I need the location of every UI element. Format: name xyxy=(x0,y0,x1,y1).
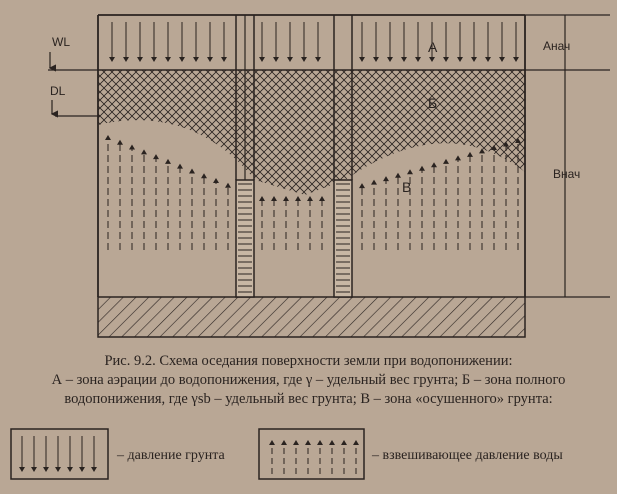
buoyancy-arrowhead xyxy=(407,169,413,175)
soil-pressure-arrowhead xyxy=(273,57,279,62)
buoyancy-arrowhead xyxy=(129,144,135,150)
buoyancy-arrowhead xyxy=(105,134,111,140)
a-nach-label: Aнач xyxy=(543,39,570,53)
soil-pressure-arrowhead xyxy=(259,57,265,62)
buoyancy-arrowhead xyxy=(225,182,231,188)
soil-pressure-arrows xyxy=(109,22,519,62)
buoyancy-arrowhead xyxy=(383,176,389,182)
legend-soil-arrowhead xyxy=(91,467,97,472)
soil-pressure-arrowhead xyxy=(499,57,505,62)
legend-buoyancy-arrowhead xyxy=(341,440,347,445)
soil-pressure-arrowhead xyxy=(485,57,491,62)
soil-pressure-arrowhead xyxy=(165,57,171,62)
zone-v-label: В xyxy=(402,179,411,195)
soil-pressure-arrowhead xyxy=(315,57,321,62)
legend-buoyancy-swatch xyxy=(258,428,365,480)
legend-buoyancy-arrowhead xyxy=(281,440,287,445)
buoyancy-arrowhead xyxy=(359,183,365,189)
figure-caption-line2: А – зона аэрации до водопонижения, где γ… xyxy=(51,372,566,388)
buoyancy-arrowhead xyxy=(419,165,425,171)
soil-pressure-arrowhead xyxy=(443,57,449,62)
legend-soil-arrowhead xyxy=(19,467,25,472)
soil-pressure-arrowhead xyxy=(415,57,421,62)
buoyancy-arrowhead xyxy=(213,178,219,184)
legend-buoyancy-arrowhead xyxy=(317,440,323,445)
buoyancy-arrowhead xyxy=(431,162,437,168)
soil-pressure-arrowhead xyxy=(387,57,393,62)
soil-pressure-arrowhead xyxy=(109,57,115,62)
soil-pressure-arrowhead xyxy=(513,57,519,62)
figure-caption-title: Рис. 9.2. Схема оседания поверхности зем… xyxy=(104,353,513,369)
buoyancy-arrows xyxy=(105,134,521,250)
buoyancy-arrowhead xyxy=(283,196,289,201)
buoyancy-arrowhead xyxy=(443,158,449,164)
buoyancy-arrowhead xyxy=(189,168,195,174)
soil-pressure-arrowhead xyxy=(471,57,477,62)
legend-soil-arrowhead xyxy=(67,467,73,472)
soil-pressure-arrowhead xyxy=(123,57,129,62)
buoyancy-arrowhead xyxy=(177,163,183,169)
legend-soil-arrowhead xyxy=(43,467,49,472)
zone-b-label: Б xyxy=(428,95,437,111)
legend-buoyancy-arrowhead xyxy=(293,440,299,445)
soil-pressure-arrowhead xyxy=(359,57,365,62)
legend-buoyancy-arrowhead xyxy=(269,440,275,445)
buoyancy-arrowhead xyxy=(491,144,497,150)
soil-pressure-arrowhead xyxy=(287,57,293,62)
legend-soil-pressure-swatch xyxy=(10,428,109,480)
buoyancy-arrowhead xyxy=(371,179,377,185)
buoyancy-arrowhead xyxy=(295,196,301,201)
legend-soil-pressure-label: – давление грунта xyxy=(117,448,225,463)
zone-b-crosshatch xyxy=(98,70,525,195)
soil-pressure-arrowhead xyxy=(373,57,379,62)
soil-pressure-arrowhead xyxy=(193,57,199,62)
legend-buoyancy-arrowhead xyxy=(353,440,359,445)
legend-soil-arrowhead xyxy=(31,467,37,472)
soil-pressure-arrowhead xyxy=(457,57,463,62)
soil-pressure-arrowhead xyxy=(151,57,157,62)
buoyancy-arrowhead xyxy=(165,158,171,164)
soil-pressure-arrowhead xyxy=(221,57,227,62)
dimension-lines xyxy=(525,14,610,298)
buoyancy-arrowhead xyxy=(307,196,313,201)
diagram-frame xyxy=(97,14,526,297)
buoyancy-arrowhead xyxy=(141,149,147,155)
buoyancy-arrowhead xyxy=(455,155,461,161)
soil-pressure-arrowhead xyxy=(207,57,213,62)
legend-soil-arrowhead xyxy=(79,467,85,472)
soil-pressure-arrowhead xyxy=(301,57,307,62)
b-nach-label: Bнач xyxy=(553,167,580,181)
base-stratum xyxy=(97,296,526,338)
soil-pressure-arrowhead xyxy=(179,57,185,62)
wl-label: WL xyxy=(52,35,70,49)
soil-pressure-arrowhead xyxy=(137,57,143,62)
buoyancy-arrowhead xyxy=(503,141,509,147)
legend-soil-arrowhead xyxy=(55,467,61,472)
buoyancy-arrowhead xyxy=(117,139,123,145)
legend-buoyancy-arrowhead xyxy=(305,440,311,445)
legend-buoyancy-arrowhead xyxy=(329,440,335,445)
buoyancy-arrowhead xyxy=(395,172,401,178)
buoyancy-arrowhead xyxy=(259,196,265,201)
buoyancy-arrowhead xyxy=(515,138,521,144)
buoyancy-arrowhead xyxy=(467,151,473,157)
legend-buoyancy-label: – взвешивающее давление воды xyxy=(372,448,563,463)
figure-caption-line3: водопонижения, где γsb – удельный вес гр… xyxy=(64,391,553,407)
soil-pressure-arrowhead xyxy=(401,57,407,62)
buoyancy-arrowhead xyxy=(319,196,325,201)
settlement-diagram: WL DL A Б В Aнач Bнач xyxy=(48,14,610,338)
buoyancy-arrowhead xyxy=(201,173,207,179)
buoyancy-arrowhead xyxy=(479,148,485,154)
dl-label: DL xyxy=(50,84,66,98)
buoyancy-arrowhead xyxy=(271,196,277,201)
soil-pressure-arrowhead xyxy=(429,57,435,62)
zone-a-label: A xyxy=(428,39,438,55)
buoyancy-arrowhead xyxy=(153,154,159,160)
